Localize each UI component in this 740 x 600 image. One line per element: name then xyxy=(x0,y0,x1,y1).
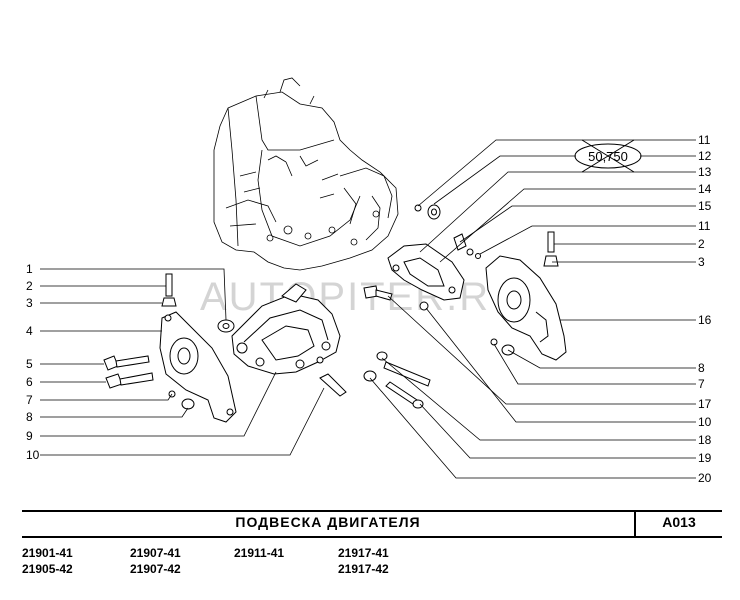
model-column-3: 21911-41 xyxy=(234,545,284,561)
callout-16: 16 xyxy=(698,313,712,327)
model-code: 21905-42 xyxy=(22,562,73,576)
model-code: 21911-41 xyxy=(234,546,285,560)
right-callout-numbers: 11 12 13 14 15 11 2 3 16 8 7 17 10 18 19… xyxy=(698,133,712,485)
center-bolts xyxy=(319,285,431,409)
crossed-number-text: 50,750 xyxy=(588,149,628,164)
crossed-number-label: 50,750 xyxy=(574,139,642,173)
callout-3: 3 xyxy=(26,296,33,310)
callout-8r: 8 xyxy=(698,361,705,375)
left-callout-numbers: 1 2 3 4 5 6 7 8 9 10 xyxy=(26,262,40,462)
left-bolts xyxy=(103,355,195,410)
callout-5: 5 xyxy=(26,357,33,371)
model-code: 21901-41 xyxy=(22,546,73,560)
callout-2: 2 xyxy=(26,279,33,293)
callout-9: 9 xyxy=(26,429,33,443)
diagram-code: A013 xyxy=(662,514,696,530)
callout-19: 19 xyxy=(698,451,712,465)
callout-13: 13 xyxy=(698,165,712,179)
callout-3r: 3 xyxy=(698,255,705,269)
callout-8: 8 xyxy=(26,410,33,424)
model-code: 21907-42 xyxy=(130,562,181,576)
callout-2r: 2 xyxy=(698,237,705,251)
diagram-title: ПОДВЕСКА ДВИГАТЕЛЯ xyxy=(235,514,421,530)
engine-block-drawing xyxy=(213,77,399,271)
left-mount-part-4 xyxy=(159,311,237,423)
model-column-2: 21907-41 21907-42 xyxy=(130,545,181,577)
callout-11a: 11 xyxy=(698,133,711,147)
callout-15: 15 xyxy=(698,199,712,213)
right-leader-lines xyxy=(369,139,696,479)
callout-6: 6 xyxy=(26,375,33,389)
callout-18: 18 xyxy=(698,433,712,447)
model-code: 21907-41 xyxy=(130,546,181,560)
left-stud-nut xyxy=(161,273,177,307)
model-column-1: 21901-41 21905-42 xyxy=(22,545,73,577)
callout-7: 7 xyxy=(26,393,33,407)
model-code: 21917-42 xyxy=(338,562,389,576)
model-code: 21917-41 xyxy=(338,546,389,560)
title-bar: ПОДВЕСКА ДВИГАТЕЛЯ A013 xyxy=(22,510,722,538)
callout-17: 17 xyxy=(698,397,712,411)
right-mount-part-16 xyxy=(485,231,567,361)
callout-20: 20 xyxy=(698,471,712,485)
watermark-text: AUTOPITER.RU xyxy=(200,275,521,319)
callout-1: 1 xyxy=(26,262,33,276)
callout-14: 14 xyxy=(698,182,712,196)
title-separator xyxy=(634,512,636,536)
callout-7r: 7 xyxy=(698,377,705,391)
central-bracket-part-9 xyxy=(231,293,341,375)
callout-10: 10 xyxy=(26,448,40,462)
callout-12: 12 xyxy=(698,149,712,163)
engine-mount-diagram: AUTOPITER.RU xyxy=(26,77,712,485)
callout-4: 4 xyxy=(26,324,33,338)
callout-11b: 11 xyxy=(698,219,711,233)
model-column-4: 21917-41 21917-42 xyxy=(338,545,389,577)
callout-10r: 10 xyxy=(698,415,712,429)
left-leader-lines xyxy=(40,268,325,456)
